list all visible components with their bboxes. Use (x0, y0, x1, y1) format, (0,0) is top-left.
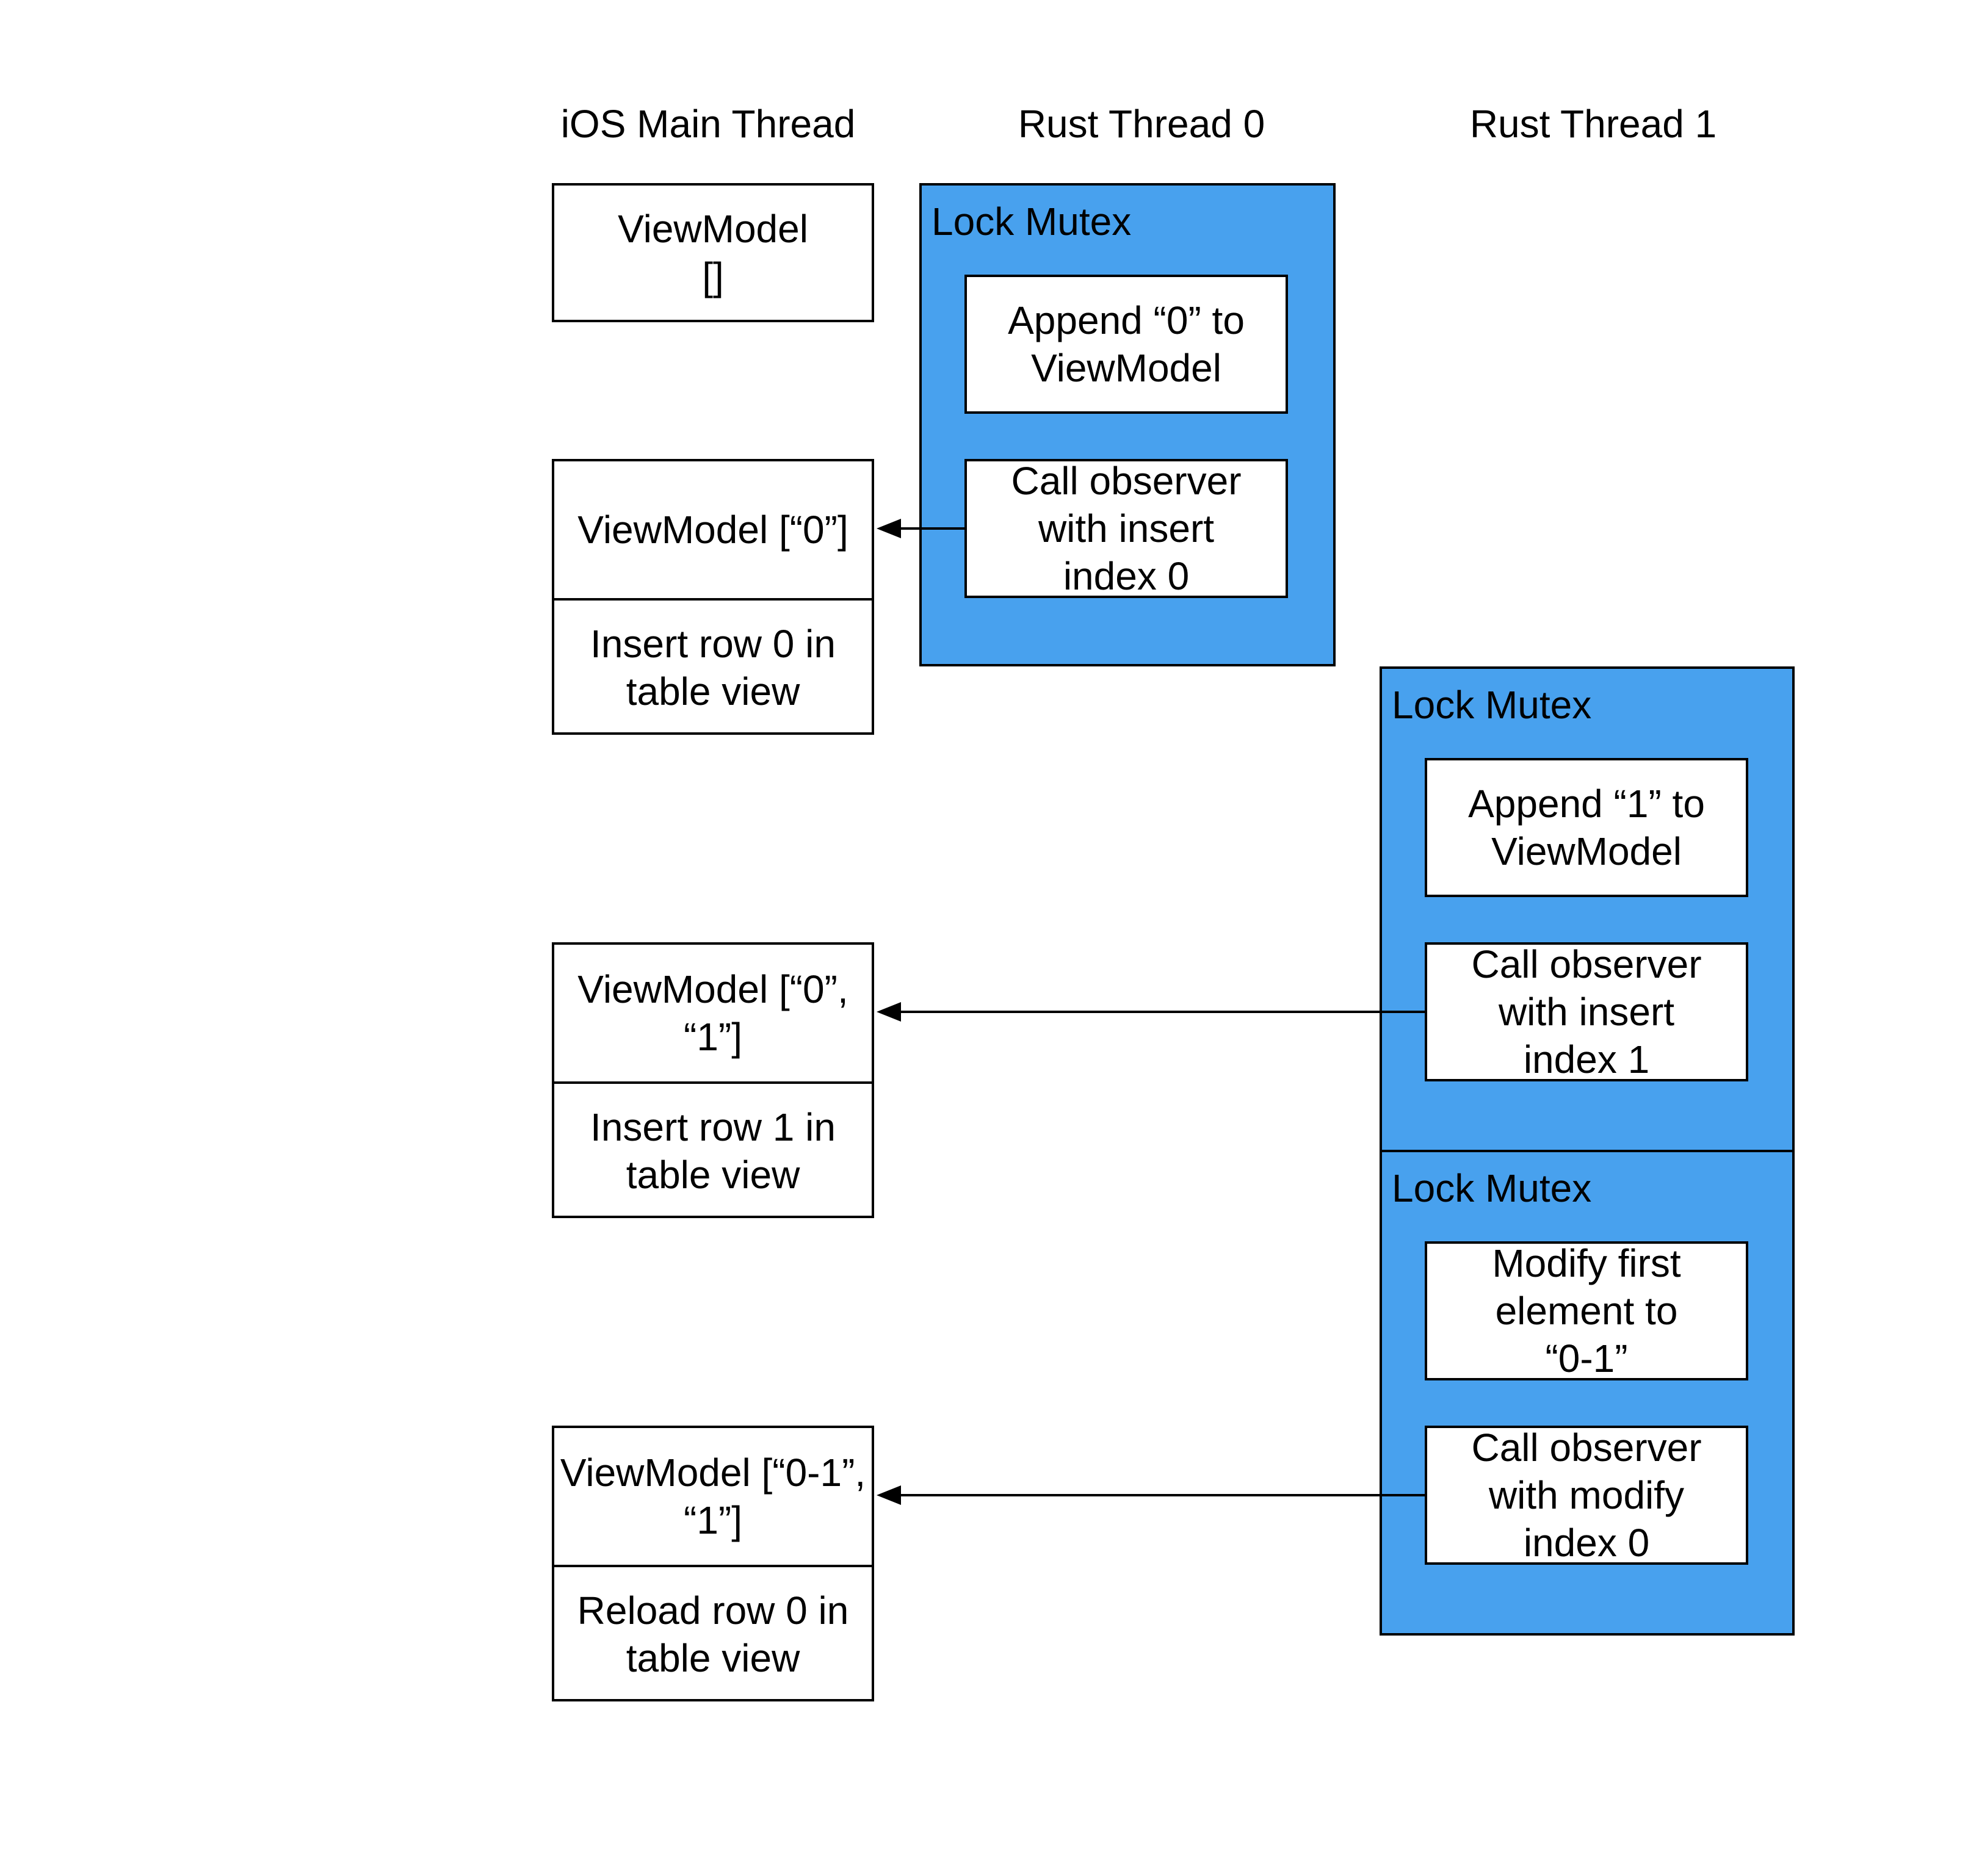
viewmodel-state-empty: ViewModel [] (552, 183, 874, 322)
action-line-1: Insert row 1 in (590, 1105, 836, 1149)
column-header-ios-main-thread: iOS Main Thread (560, 102, 856, 146)
mutex-label: Lock Mutex (932, 200, 1132, 244)
append-0-step: Append “0” to ViewModel (964, 275, 1288, 414)
column-header-rust-thread-1: Rust Thread 1 (1469, 102, 1717, 146)
mutex-label: Lock Mutex (1392, 1166, 1592, 1210)
step-line-2: ViewModel (1031, 346, 1221, 390)
viewmodel-value: [“0-1”, “1”] (684, 1451, 866, 1542)
action-line-1: Insert row 0 in (590, 622, 836, 666)
viewmodel-title: ViewModel (618, 207, 808, 251)
action-line-1: Reload row 0 in (577, 1589, 849, 1632)
table-view-action-cell: Insert row 0 in table view (554, 598, 872, 735)
step-line-2: with modify (1488, 1473, 1685, 1517)
viewmodel-state-cell: ViewModel [“0-1”, “1”] (554, 1428, 872, 1565)
step-line-1: Append “0” to (1008, 298, 1245, 342)
step-line-1: Append “1” to (1468, 782, 1705, 826)
viewmodel-state-0-1: ViewModel [“0”, “1”] Insert row 1 in tab… (552, 942, 874, 1218)
action-line-2: table view (626, 669, 800, 713)
step-line-2: with insert (1498, 990, 1675, 1034)
append-1-step: Append “1” to ViewModel (1425, 758, 1748, 897)
step-line-3: “0-1” (1545, 1337, 1628, 1380)
viewmodel-title: ViewModel (560, 1451, 751, 1495)
mutex-label: Lock Mutex (1392, 683, 1592, 727)
viewmodel-title: ViewModel (577, 508, 769, 552)
step-line-2: with insert (1038, 507, 1215, 550)
step-line-3: index 0 (1523, 1521, 1650, 1565)
viewmodel-value: [“0”, “1”] (684, 967, 848, 1059)
column-header-rust-thread-0: Rust Thread 0 (1018, 102, 1265, 146)
action-line-2: table view (626, 1153, 800, 1197)
step-line-1: Call observer (1471, 1426, 1702, 1470)
step-line-3: index 0 (1063, 554, 1190, 598)
arrow-observer-modify-0 (877, 1485, 1425, 1505)
viewmodel-state-cell: ViewModel [“0”, “1”] (554, 945, 872, 1081)
table-view-action-cell: Reload row 0 in table view (554, 1565, 872, 1701)
viewmodel-title: ViewModel (577, 967, 769, 1011)
table-view-action-cell: Insert row 1 in table view (554, 1081, 872, 1218)
arrow-observer-insert-0 (877, 519, 964, 538)
arrow-observer-insert-1 (877, 1002, 1425, 1022)
step-line-2: element to (1495, 1289, 1678, 1333)
step-line-3: index 1 (1523, 1037, 1650, 1081)
action-line-2: table view (626, 1636, 800, 1680)
viewmodel-value: [] (702, 254, 724, 298)
step-line-1: Call observer (1011, 459, 1242, 503)
observer-modify-0-step: Call observer with modify index 0 (1425, 1426, 1748, 1565)
viewmodel-state-modified: ViewModel [“0-1”, “1”] Reload row 0 in t… (552, 1426, 874, 1701)
viewmodel-state-0: ViewModel [“0”] Insert row 0 in table vi… (552, 459, 874, 735)
viewmodel-value: [“0”] (778, 508, 848, 552)
step-line-1: Modify first (1492, 1241, 1681, 1285)
viewmodel-state-cell: ViewModel [“0”] (554, 461, 872, 598)
step-line-2: ViewModel (1491, 829, 1682, 873)
step-line-1: Call observer (1471, 942, 1702, 986)
modify-element-step: Modify first element to “0-1” (1425, 1241, 1748, 1380)
observer-insert-0-step: Call observer with insert index 0 (964, 459, 1288, 598)
observer-insert-1-step: Call observer with insert index 1 (1425, 942, 1748, 1081)
